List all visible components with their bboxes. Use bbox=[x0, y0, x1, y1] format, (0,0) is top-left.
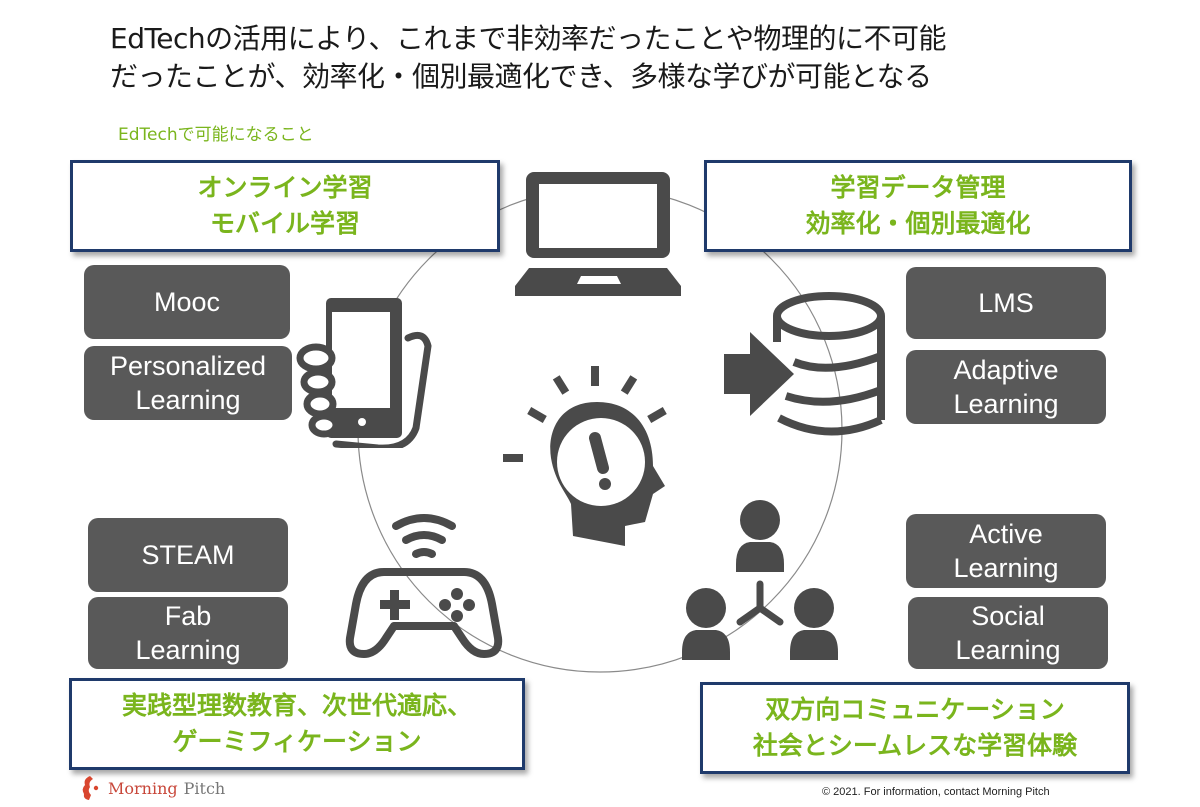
pill-fab-learning: Fab Learning bbox=[88, 597, 288, 669]
theme-line: 双方向コミュニケーション bbox=[765, 695, 1065, 724]
title-line-1: EdTechの活用により、これまで非効率だったことや物理的に不可能 bbox=[110, 22, 947, 55]
pill-label: Active bbox=[969, 519, 1043, 549]
pill-active-learning: Active Learning bbox=[906, 514, 1106, 588]
pill-label: Learning bbox=[135, 385, 241, 415]
pill-label: Social bbox=[971, 601, 1045, 631]
theme-line: 効率化・個別最適化 bbox=[805, 209, 1031, 238]
pill-label: LMS bbox=[978, 288, 1034, 318]
pill-steam: STEAM bbox=[88, 518, 288, 592]
group-network-icon bbox=[682, 500, 838, 660]
pill-label: STEAM bbox=[141, 540, 235, 570]
pill-social-learning: Social Learning bbox=[908, 597, 1108, 669]
theme-line: モバイル学習 bbox=[209, 209, 360, 238]
morning-pitch-logo-icon bbox=[82, 776, 99, 800]
smartphone-hand-icon bbox=[296, 298, 432, 448]
title-line-2: だったことが、効率化・個別最適化でき、多様な学びが可能となる bbox=[110, 60, 932, 93]
pill-label: Learning bbox=[135, 635, 241, 665]
pill-label: Fab bbox=[164, 601, 212, 631]
laptop-icon bbox=[515, 172, 681, 296]
pill-label: Learning bbox=[953, 553, 1059, 583]
page-title: EdTechの活用により、これまで非効率だったことや物理的に不可能 だったことが… bbox=[110, 20, 947, 96]
database-input-icon bbox=[724, 292, 885, 436]
theme-line: オンライン学習 bbox=[197, 173, 373, 202]
pill-lms: LMS bbox=[906, 267, 1106, 339]
pill-label: Learning bbox=[955, 635, 1061, 665]
pill-adaptive-learning: Adaptive Learning bbox=[906, 350, 1106, 424]
brand-name-part2: Pitch bbox=[183, 778, 226, 798]
section-subtitle: EdTechで可能になること bbox=[118, 125, 314, 145]
theme-line: 実践型理数教育、次世代適応、 bbox=[121, 691, 472, 720]
theme-box-interactive-communication: 双方向コミュニケーション 社会とシームレスな学習体験 bbox=[700, 682, 1130, 774]
pill-personalized-learning: Personalized Learning bbox=[84, 346, 292, 420]
pill-label: Learning bbox=[953, 389, 1059, 419]
theme-line: ゲーミフィケーション bbox=[172, 727, 422, 756]
pill-label: Adaptive bbox=[953, 355, 1059, 385]
pill-label: Personalized bbox=[109, 351, 267, 381]
pill-label: Mooc bbox=[153, 287, 221, 317]
copyright-text: © 2021. For information, contact Morning… bbox=[822, 786, 1050, 798]
theme-box-online-learning: オンライン学習 モバイル学習 bbox=[70, 160, 500, 252]
brand-name-part1: Morning bbox=[108, 778, 178, 798]
game-controller-icon bbox=[345, 514, 503, 658]
theme-line: 社会とシームレスな学習体験 bbox=[752, 731, 1078, 760]
theme-line: 学習データ管理 bbox=[830, 173, 1006, 202]
idea-head-icon bbox=[503, 366, 667, 546]
theme-box-stem-education: 実践型理数教育、次世代適応、 ゲーミフィケーション bbox=[69, 678, 525, 770]
theme-box-data-management: 学習データ管理 効率化・個別最適化 bbox=[704, 160, 1132, 252]
pill-mooc: Mooc bbox=[84, 265, 290, 339]
